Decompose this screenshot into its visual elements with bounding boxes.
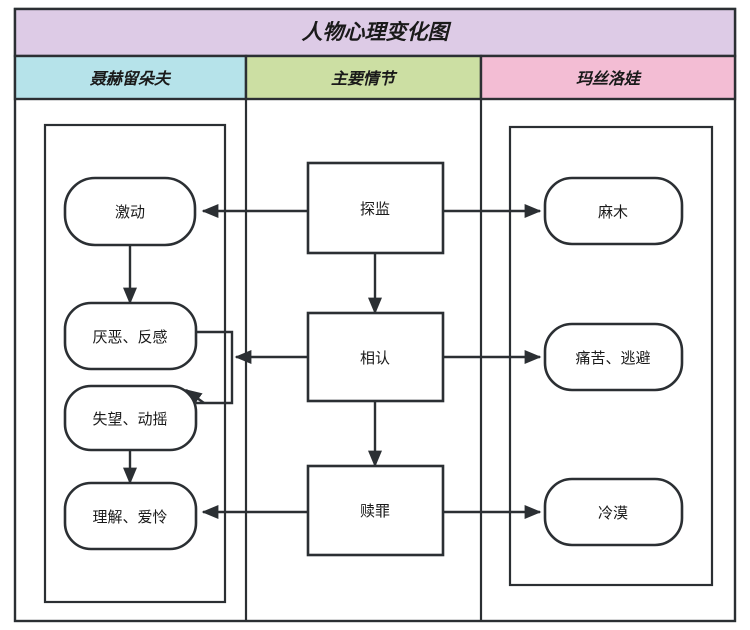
node-jidong[interactable]: 激动 [63, 176, 197, 247]
node-tanjian-label: 探监 [360, 201, 390, 218]
node-lijie[interactable]: 理解、爱怜 [63, 481, 198, 551]
node-yanwu-label: 厌恶、反感 [92, 329, 167, 346]
node-lijie-label: 理解、爱怜 [92, 509, 167, 526]
node-jidong-label: 激动 [115, 204, 145, 221]
column-header-label-plot: 主要情节 [331, 70, 398, 88]
conn-yanwu-to-shiwang [184, 330, 234, 405]
node-yanwu[interactable]: 厌恶、反感 [63, 301, 198, 371]
node-shuzui-label: 赎罪 [360, 503, 390, 520]
node-lengmo-label: 冷漠 [598, 505, 628, 522]
node-mamu-label: 麻木 [598, 204, 628, 221]
node-lengmo[interactable]: 冷漠 [543, 477, 684, 547]
column-header-label-nekhlyudov: 聂赫留朵夫 [89, 70, 172, 88]
node-tongku[interactable]: 痛苦、逃避 [543, 322, 684, 392]
node-tongku-label: 痛苦、逃避 [575, 350, 650, 367]
group-box-left [43, 123, 227, 604]
node-tanjian[interactable]: 探监 [306, 161, 445, 255]
page-title: 人物心理变化图 [302, 20, 452, 44]
node-shiwang[interactable]: 失望、动摇 [63, 384, 198, 452]
column-header-label-maslova: 玛丝洛娃 [576, 70, 642, 88]
node-mamu[interactable]: 麻木 [543, 176, 684, 246]
node-shuzui[interactable]: 赎罪 [306, 464, 445, 557]
column-header-cell-maslova [479, 54, 737, 101]
node-xiangren[interactable]: 相认 [306, 311, 445, 403]
node-shiwang-label: 失望、动摇 [92, 411, 167, 428]
column-header-cell-nekhlyudov [13, 54, 248, 101]
node-xiangren-label: 相认 [360, 350, 390, 367]
